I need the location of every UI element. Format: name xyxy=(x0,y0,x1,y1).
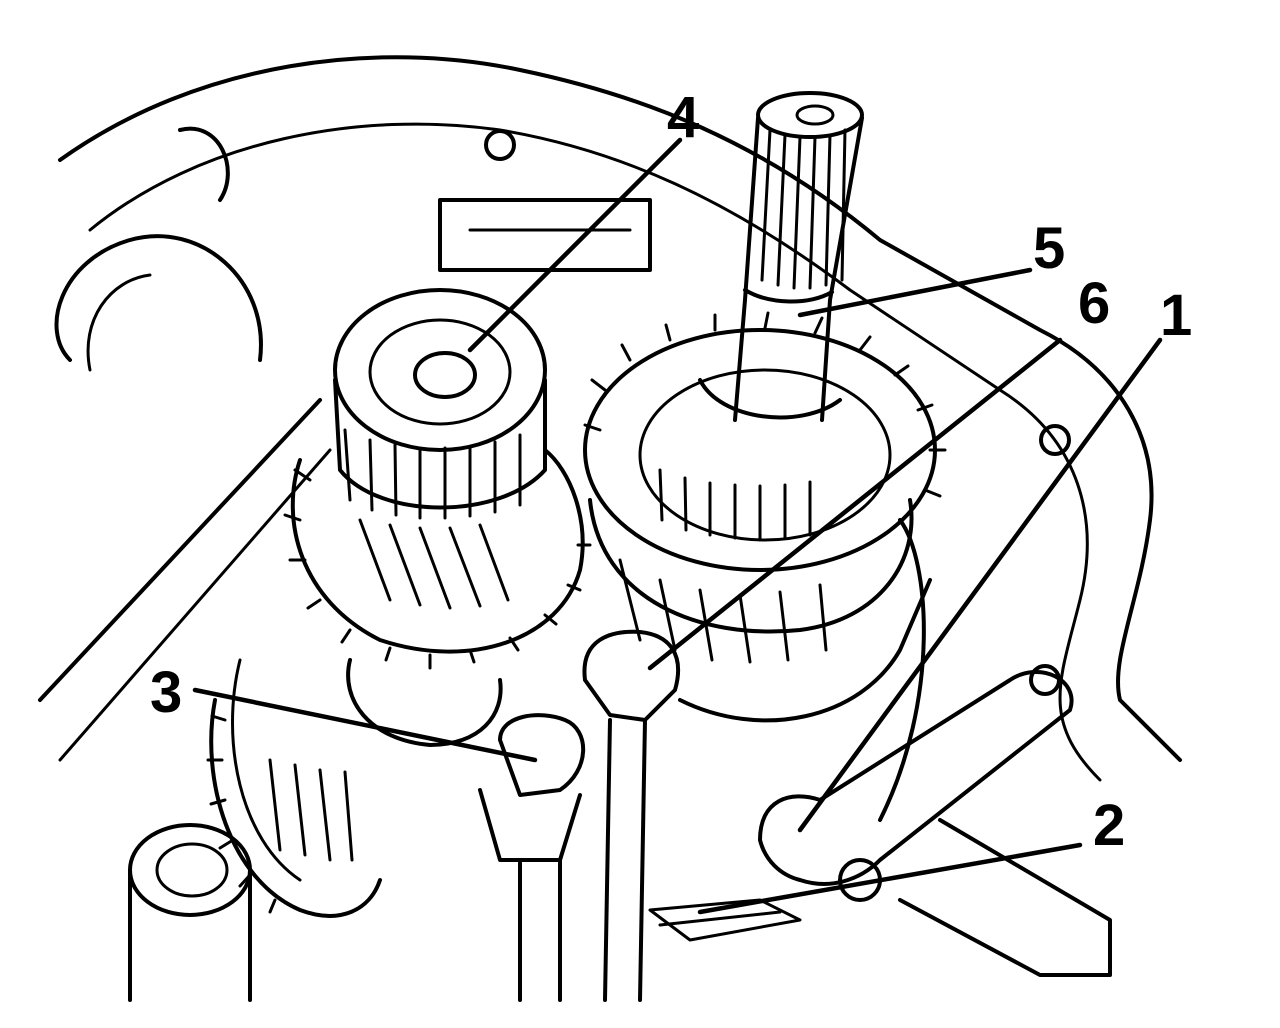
leader-3 xyxy=(192,687,538,763)
callout-6: 6 xyxy=(1078,271,1110,336)
callout-labels: 4 5 6 1 2 3 xyxy=(150,85,1192,858)
leader-1 xyxy=(797,337,1163,833)
housing-bushing xyxy=(128,823,252,1002)
callout-leaders xyxy=(192,137,1163,915)
reverse-gear-cluster xyxy=(206,658,382,918)
leader-5 xyxy=(797,267,1033,318)
countershaft-assembly xyxy=(283,288,592,747)
leader-4 xyxy=(467,137,683,353)
callout-2: 2 xyxy=(1093,793,1125,858)
leader-2 xyxy=(697,842,1083,915)
leader-6 xyxy=(647,337,1063,671)
callout-4: 4 xyxy=(667,85,699,150)
selector-lever xyxy=(648,669,1112,977)
callout-1: 1 xyxy=(1160,283,1192,348)
transmission-housing xyxy=(38,55,1182,782)
callout-3: 3 xyxy=(150,660,182,725)
callout-5: 5 xyxy=(1033,216,1065,281)
main-drive-gear xyxy=(583,311,947,822)
shift-rods xyxy=(478,629,681,1002)
